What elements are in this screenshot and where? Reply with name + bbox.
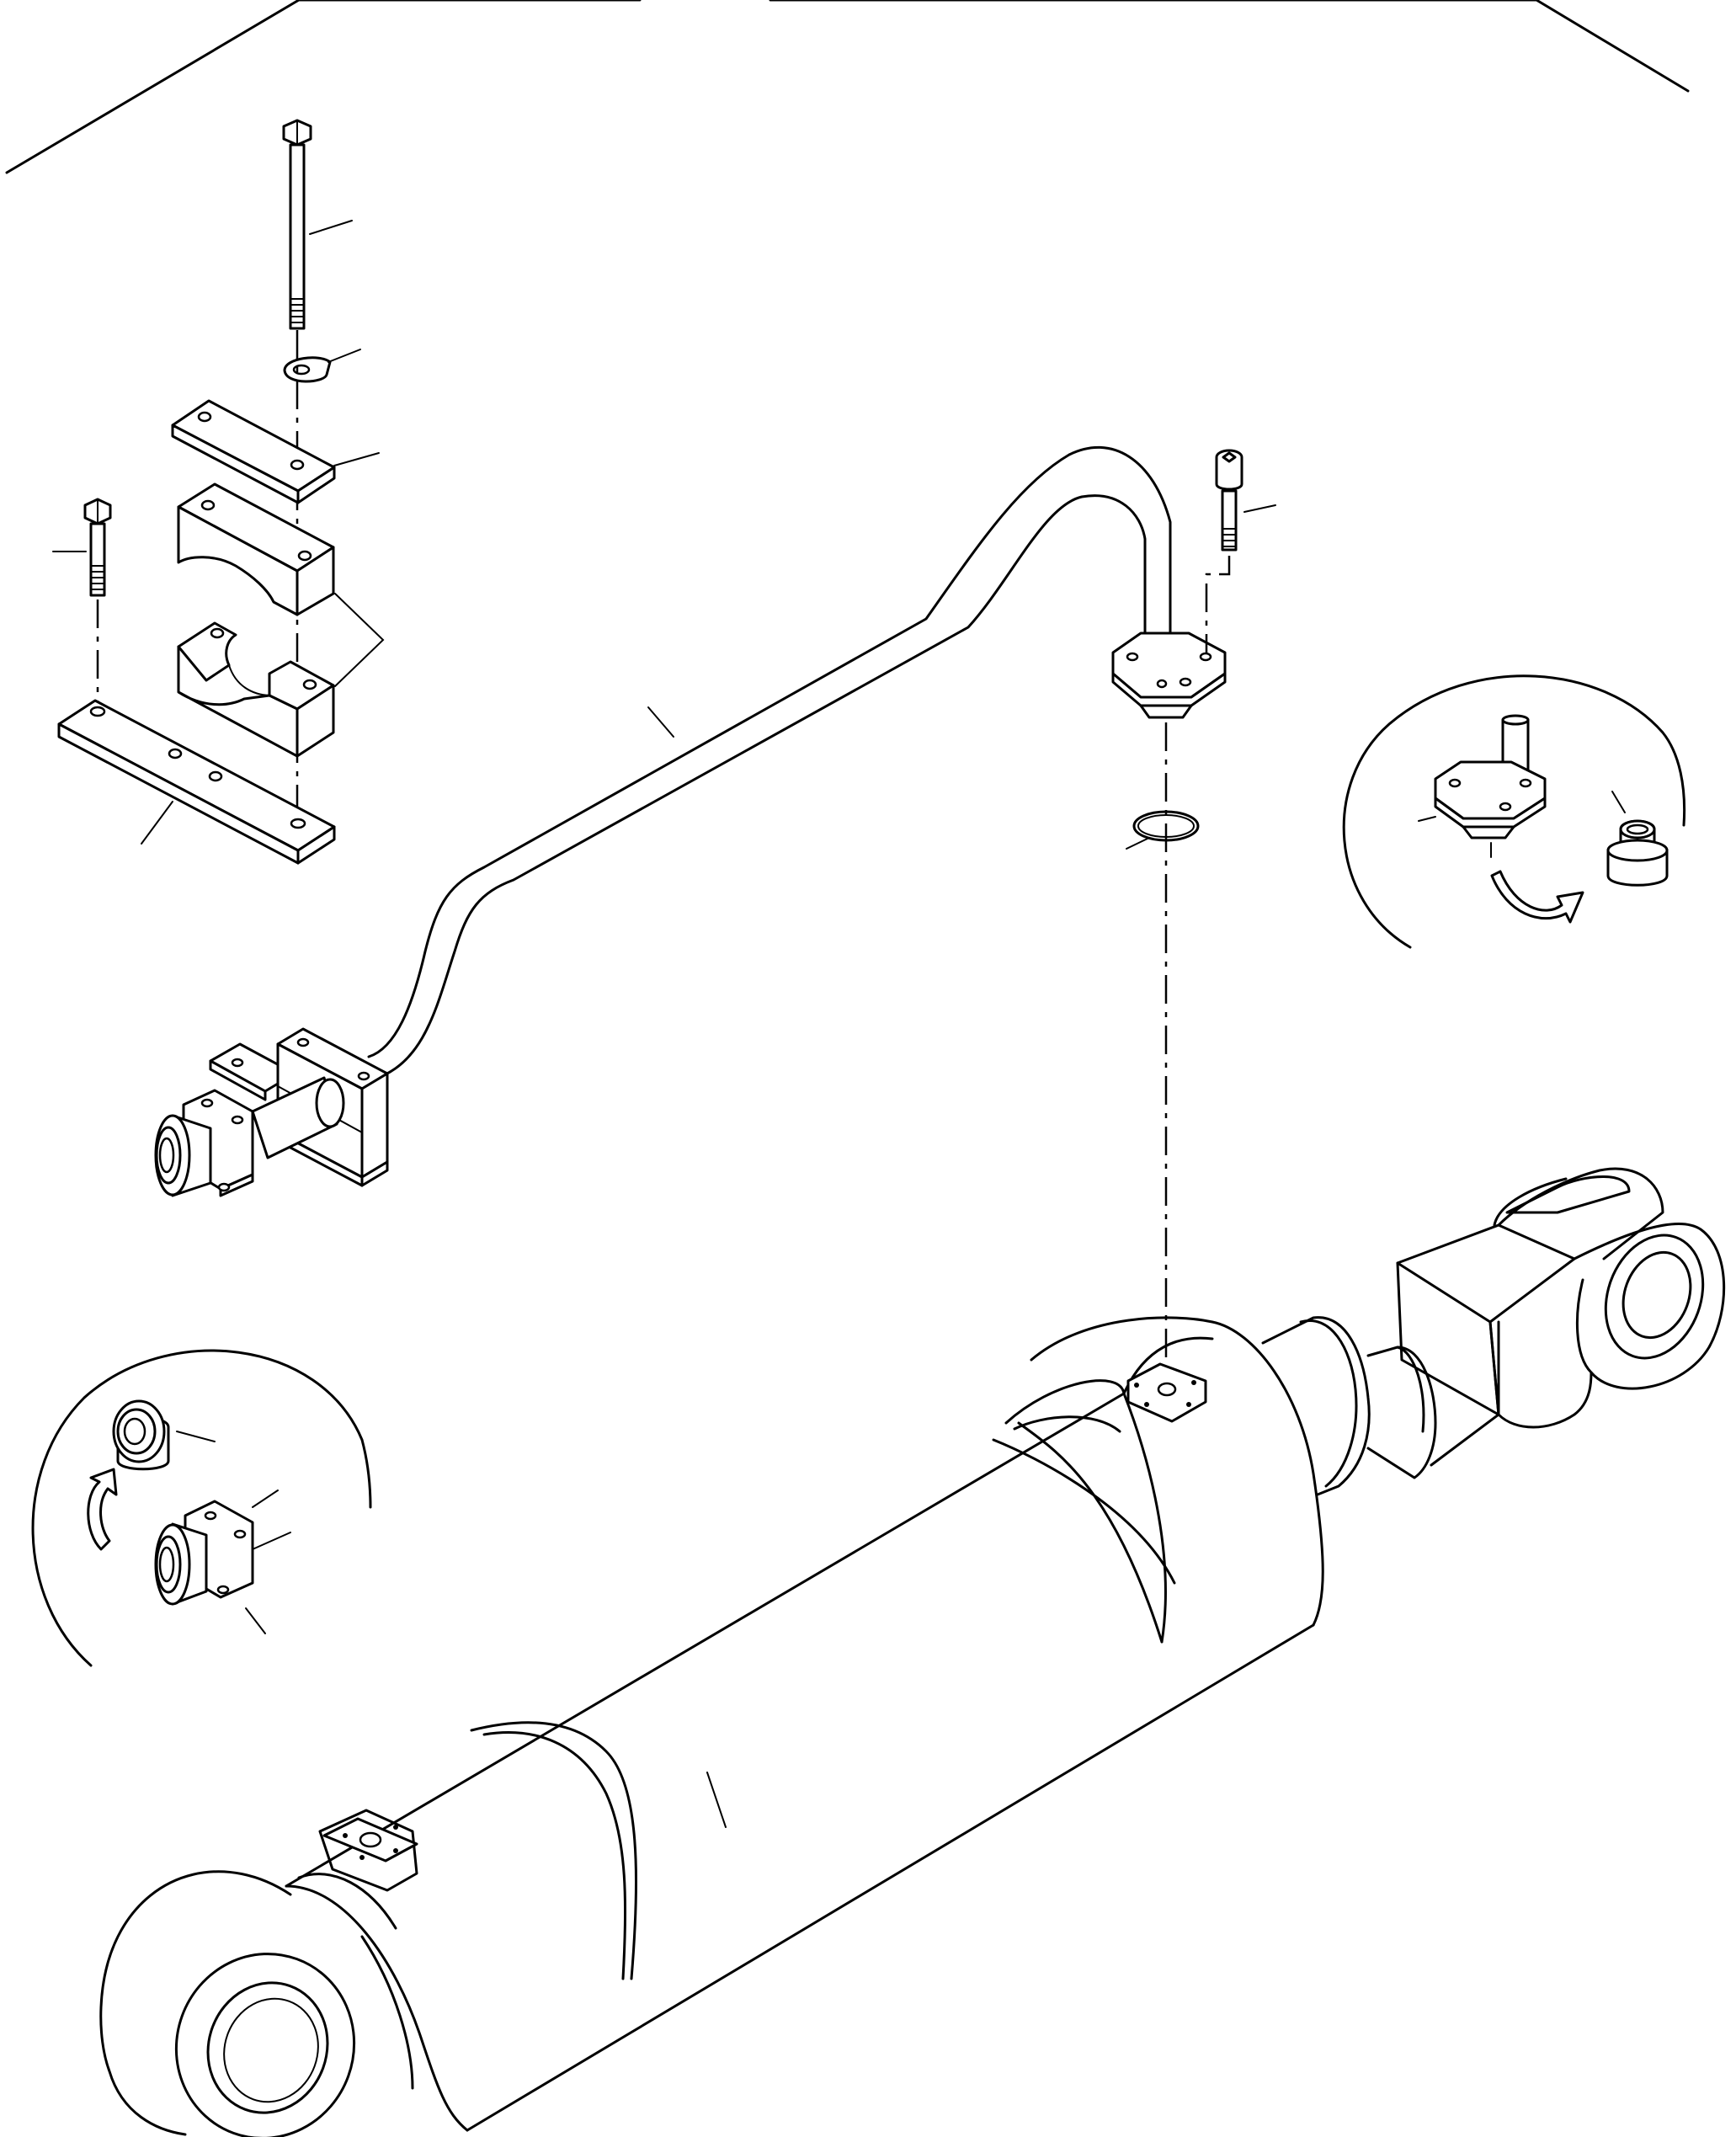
socket-cap-screw <box>1215 449 1243 552</box>
leader-blind-plug-right <box>1611 791 1626 813</box>
long-bolt <box>282 119 312 330</box>
hydraulic-tube <box>154 445 1227 1197</box>
hydraulic-cylinder <box>99 1167 1726 2137</box>
clamp-top-plate <box>171 399 336 504</box>
leader-hydraulic-cylinder <box>706 1772 727 1828</box>
leader-clamp-base-plate <box>141 801 173 845</box>
leader-clamp-top-plate <box>333 452 380 466</box>
leader-blind-plug-left <box>176 1431 216 1442</box>
axis-line-cap-screw <box>1205 556 1231 653</box>
leader-hydraulic-tube <box>647 706 674 738</box>
detail-view-right <box>1342 674 1686 949</box>
frame-border <box>5 0 1690 174</box>
detail-view-left <box>31 1349 372 1667</box>
leader-flange-fitting-lower <box>252 1532 291 1550</box>
leader-flange-fitting-left <box>245 1607 266 1634</box>
leader-tube-flange <box>1418 816 1436 822</box>
clamp-base-plate <box>57 699 336 865</box>
leader-flange-fitting-upper <box>252 1490 279 1508</box>
leader-o-ring <box>1126 837 1150 850</box>
clamp-halves <box>177 482 335 758</box>
leader-long-bolt <box>309 220 353 235</box>
short-bolt <box>83 498 112 597</box>
leader-socket-cap-screw <box>1243 504 1276 513</box>
lock-washer <box>283 356 332 383</box>
leader-lock-washer <box>327 349 361 363</box>
leader-clamp-halves <box>334 593 385 687</box>
